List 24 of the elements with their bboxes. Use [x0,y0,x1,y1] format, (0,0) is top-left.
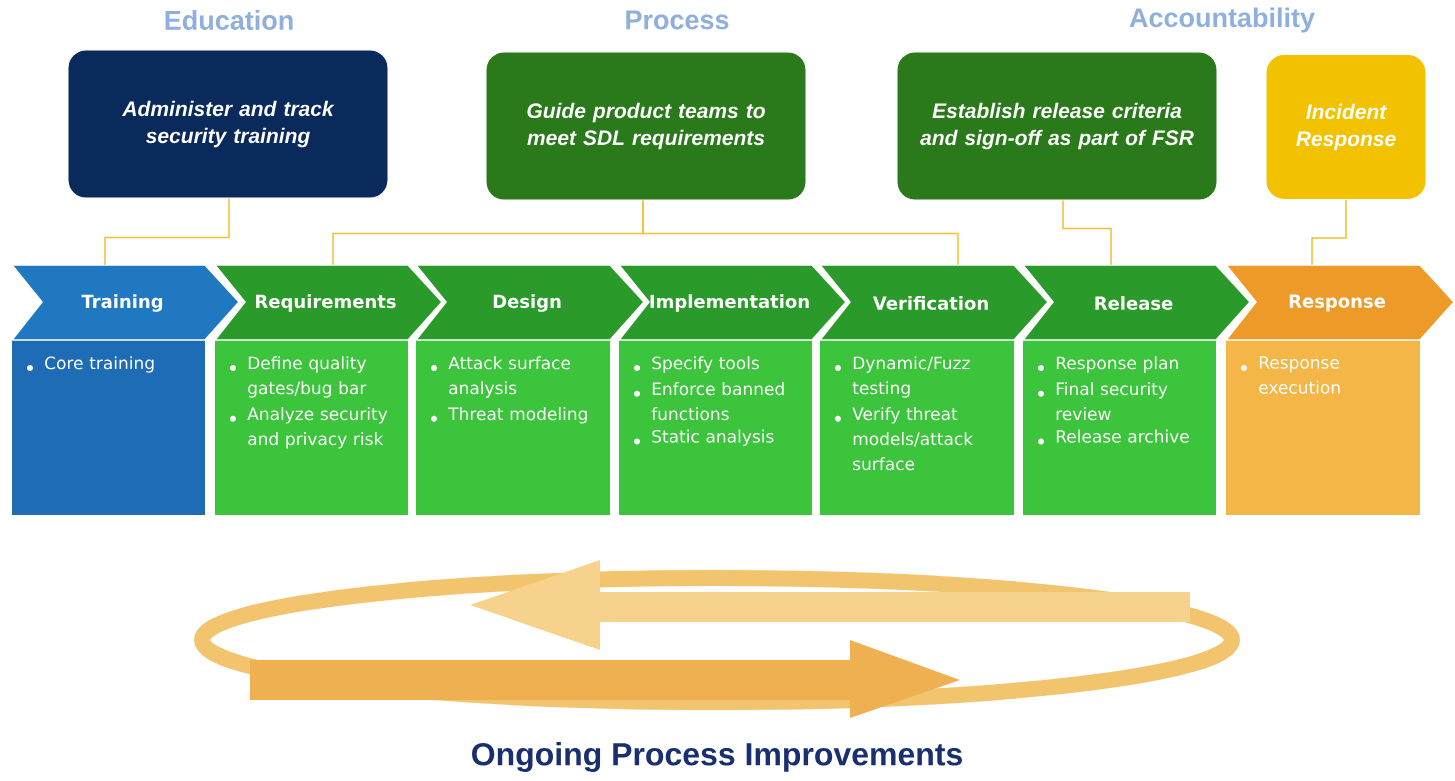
goal-box: Establish release criteria and sign-off as part of FSR [896,51,1218,201]
phase-column: Implementation Specify tools Enforce banned functions Static analysis [617,264,848,515]
connector-line [1311,199,1347,266]
caption: Ongoing Process Improvements [472,742,962,772]
node-label: Requirements [256,294,396,312]
phase-column: Release Response plan Final security review Release archive [1021,264,1252,515]
goal-box: Incident Response [1265,54,1427,200]
node-label: Implementation [650,294,809,312]
phase-column: Verification Dynamic/Fuzz testing Verify threat models/attack surface [818,264,1050,515]
connector-line [1062,199,1112,266]
goal-box: Guide product teams to meet SDL requirements [485,51,807,201]
node-label: Design [493,294,561,312]
phase-column: Training Core training [10,264,240,515]
goal-box: Administer and track security training [67,49,389,199]
heading: Accountability [1129,7,1315,33]
node-label: Verification [872,296,988,310]
node-label: Release [1095,296,1173,310]
node-label: Response [1289,294,1386,312]
node-label: Training [81,294,163,312]
connector-line [104,197,230,266]
phase-column: Requirements Define quality gates/bug bar Analyze security and privacy risk [213,264,444,515]
connector-line [642,199,959,266]
phase-column: Response Response execution [1224,264,1455,515]
phase-column: Design Attack surface analysis Threat modeling [414,264,646,515]
